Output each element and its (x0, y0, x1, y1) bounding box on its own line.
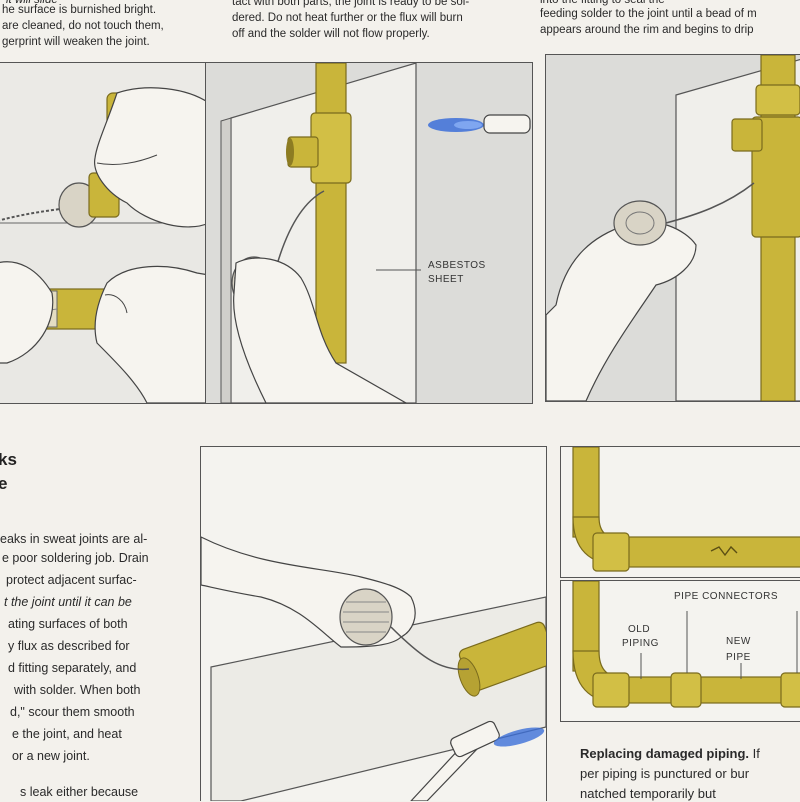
top-left-text-3: are cleaned, do not touch them, (2, 20, 164, 32)
caption-line3: natched temporarily but (580, 786, 716, 801)
label-asbestos-line2: SHEET (428, 274, 464, 285)
section-body-4: t the joint until it can be (4, 595, 132, 609)
panel-heating-joint (205, 62, 533, 404)
label-new-pipe-line2: PIPE (726, 652, 751, 663)
section-body-11: or a new joint. (12, 749, 90, 763)
section-body-7: d fitting separately, and (8, 661, 137, 675)
illustration-new-pipe (561, 581, 800, 721)
panel-replaced-piping (560, 580, 800, 722)
label-old-piping-line1: OLD (628, 624, 651, 635)
label-new-pipe-line1: NEW (726, 636, 751, 647)
section-body-5: ating surfaces of both (8, 617, 128, 631)
section-heading-line2: e (0, 474, 8, 493)
label-pipe-connectors: PIPE CONNECTORS (674, 591, 778, 602)
section-body-8: with solder. When both (14, 683, 141, 697)
illustration-damaged-pipe (561, 447, 800, 577)
panel-feeding-solder (545, 54, 800, 402)
section-body-tail: s leak either because (20, 785, 139, 799)
top-mid-text-2: dered. Do not heat further or the flux w… (232, 12, 463, 24)
top-mid-text-3: off and the solder will not flow properl… (232, 28, 430, 40)
top-right-text-1: into the fitting to seal the (540, 0, 665, 6)
top-left-text-4: gerprint will weaken the joint. (2, 36, 150, 48)
caption-replacing-piping: Replacing damaged piping. If (580, 746, 760, 762)
illustration-soldering-on-sheet (201, 447, 546, 801)
top-mid-text-1: tact with both parts, the joint is ready… (232, 0, 470, 8)
caption-line2: per piping is punctured or bur (580, 766, 750, 781)
top-left-text-2: he surface is burnished bright. (2, 4, 157, 16)
top-right-text-2: feeding solder to the joint until a bead… (540, 8, 757, 20)
panel-cleaning-fitting (0, 62, 210, 404)
panel-soldering-on-sheet (200, 446, 547, 801)
section-body-1: eaks in sweat joints are al- (0, 532, 148, 546)
panel-damaged-piping (560, 446, 800, 578)
illustration-feeding-solder (546, 55, 800, 401)
section-body-9: d," scour them smooth (10, 705, 135, 719)
label-old-piping-line2: PIPING (622, 638, 659, 649)
label-asbestos-line1: ASBESTOS (428, 260, 486, 271)
section-body-3: protect adjacent surfac- (6, 573, 137, 587)
top-left-text-1: it will slide (6, 0, 58, 6)
section-body-2: e poor soldering job. Drain (2, 551, 149, 565)
caption-title-tail: If (749, 746, 760, 761)
illustration-heating (206, 63, 532, 403)
illustration-cleaning (0, 63, 209, 403)
section-body-10: e the joint, and heat (12, 727, 122, 741)
section-body-6: y flux as described for (8, 639, 130, 653)
top-right-text-3: appears around the rim and begins to dri… (540, 24, 754, 36)
caption-title: Replacing damaged piping. (580, 746, 750, 761)
section-heading-line1: ks (0, 450, 17, 469)
